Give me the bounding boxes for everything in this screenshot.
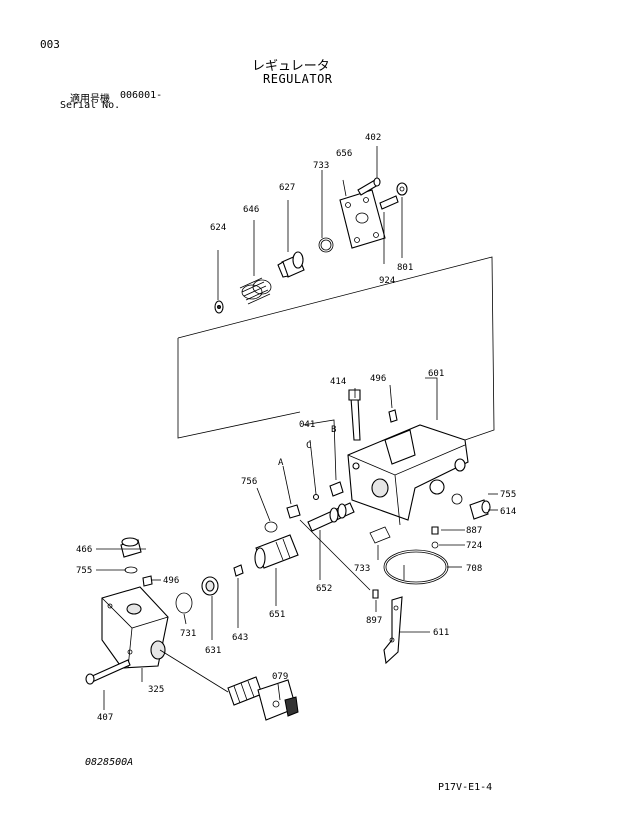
label-646: 646 <box>243 205 259 215</box>
label-624: 624 <box>210 223 226 233</box>
frame-outline <box>177 256 495 441</box>
part-631-piston <box>201 576 219 596</box>
label-466: 466 <box>76 545 92 555</box>
label-801: 801 <box>397 263 413 273</box>
label-651: 651 <box>269 610 285 620</box>
label-402: 402 <box>365 133 381 143</box>
title-english: REGULATOR <box>263 72 333 86</box>
part-733-o-ring <box>318 237 334 253</box>
page-number: 003 <box>40 38 60 51</box>
label-643: 643 <box>232 633 248 643</box>
assembly-lines <box>96 146 498 710</box>
label-924: 924 <box>379 276 395 286</box>
part-325-casing <box>101 586 169 669</box>
part-801-nut <box>396 182 408 196</box>
part-656-cover-plate <box>339 189 386 249</box>
part-652-spool <box>307 502 355 532</box>
part-643-pin <box>233 564 244 577</box>
label-325: 325 <box>148 685 164 695</box>
part-079-solenoid-valve <box>227 676 299 721</box>
label-733-lower: 733 <box>354 564 370 574</box>
label-887: 887 <box>466 526 482 536</box>
label-756: 756 <box>241 477 257 487</box>
label-708: 708 <box>466 564 482 574</box>
label-611: 611 <box>433 628 449 638</box>
part-731-o-ring <box>175 592 193 614</box>
part-627-plug <box>277 251 305 278</box>
part-756-plug-a <box>286 504 301 519</box>
serial-label-english: Serial No. <box>60 100 121 111</box>
label-656: 656 <box>336 149 352 159</box>
part-646-spring <box>239 277 272 305</box>
part-611-lever <box>383 596 403 665</box>
label-b: B <box>331 425 336 435</box>
part-414-bolt <box>348 389 361 441</box>
label-755-right: 755 <box>500 490 516 500</box>
part-887-pin <box>431 526 439 535</box>
part-924-set-screw <box>379 195 399 210</box>
label-755-left: 755 <box>76 566 92 576</box>
part-651-sleeve <box>254 534 299 569</box>
label-631: 631 <box>205 646 221 656</box>
page-code: P17V-E1-4 <box>438 782 493 793</box>
part-614-plug <box>469 499 491 520</box>
serial-value: 006001- <box>120 90 163 101</box>
label-414: 414 <box>330 377 346 387</box>
label-601: 601 <box>428 369 444 379</box>
label-614: 614 <box>500 507 516 517</box>
part-755-o-ring-left <box>124 566 138 574</box>
part-755-o-ring-right <box>451 493 463 505</box>
callout-labels: 402 656 733 627 646 624 924 801 414 496 … <box>76 133 516 723</box>
part-496-plug-upper <box>388 409 398 423</box>
part-733-gasket <box>369 526 391 544</box>
part-724-o-ring <box>431 541 439 549</box>
label-731: 731 <box>180 629 196 639</box>
part-402-bolt <box>357 177 381 196</box>
part-466-plug <box>120 537 142 558</box>
label-496-lower: 496 <box>163 576 179 586</box>
label-496-upper: 496 <box>370 374 386 384</box>
title-japanese: レギュレータ <box>252 59 330 74</box>
serial-label-japanese: 適用号機 <box>70 94 110 105</box>
label-041: 041 <box>299 420 315 430</box>
label-724: 724 <box>466 541 482 551</box>
label-c: C <box>306 441 311 451</box>
label-897: 897 <box>366 616 382 626</box>
label-407: 407 <box>97 713 113 723</box>
label-733-upper: 733 <box>313 161 329 171</box>
label-652: 652 <box>316 584 332 594</box>
part-496-plug-lower <box>142 575 153 587</box>
part-plug-b <box>329 481 344 497</box>
part-756-o-ring <box>264 521 278 533</box>
label-079: 079 <box>272 672 288 682</box>
part-407-bolt <box>85 659 131 685</box>
part-897-pin <box>372 589 379 599</box>
part-624-washer <box>214 300 224 314</box>
part-708-o-ring <box>383 549 449 585</box>
figure-code: 0828500A <box>85 757 134 768</box>
label-627: 627 <box>279 183 295 193</box>
part-ball-c <box>312 493 320 501</box>
part-601-regulator-body <box>347 424 469 526</box>
label-a: A <box>278 458 284 468</box>
